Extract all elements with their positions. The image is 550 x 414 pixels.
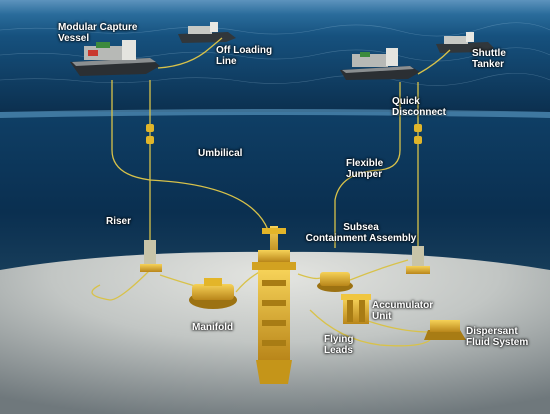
connection-lines	[91, 37, 451, 347]
dispersant-fluid-system	[424, 320, 466, 340]
label-off-loading-line: Off Loading Line	[216, 45, 273, 67]
label-dispersant-fluid-system: Dispersant Fluid System	[466, 326, 529, 348]
subsea-tree-right	[317, 272, 353, 292]
waterline	[0, 109, 550, 118]
label-flying-leads: Flying Leads	[324, 334, 354, 356]
shuttle-tanker	[436, 32, 494, 53]
umbilical	[111, 80, 269, 231]
subsea-containment-assembly	[252, 226, 296, 384]
riser-buoys	[146, 124, 422, 144]
label-flexible-jumper: Flexible Jumper	[346, 158, 384, 180]
off-loading-line	[157, 37, 223, 69]
bop-to-tree-line	[297, 273, 321, 280]
accumulator-line	[364, 319, 431, 333]
label-subsea-containment-assembly: Subsea Containment Assembly	[305, 222, 417, 244]
label-quick-disconnect: Quick Disconnect	[392, 96, 446, 118]
flexible-jumper	[334, 82, 401, 248]
flying-leads-line	[309, 309, 431, 347]
label-modular-capture-vessel: Modular Capture Vessel	[58, 22, 138, 44]
tree-to-riser-line	[349, 259, 409, 281]
riser-base-left	[140, 240, 162, 272]
riser-base-line	[91, 269, 151, 301]
riser-base-right	[406, 246, 430, 274]
label-accumulator-unit: Accumulator Unit	[372, 300, 434, 322]
shuttle-offload-line	[417, 49, 451, 75]
manifold	[189, 278, 237, 309]
label-umbilical: Umbilical	[198, 148, 243, 159]
label-shuttle-tanker: Shuttle Tanker	[472, 48, 506, 70]
modular-capture-vessel	[70, 40, 160, 76]
label-riser: Riser	[106, 216, 132, 227]
label-manifold: Manifold	[192, 322, 234, 333]
offloading-vessel	[340, 48, 420, 80]
distant-tanker-left	[178, 22, 236, 43]
accumulator-unit	[341, 294, 371, 324]
sea-surface	[0, 0, 550, 120]
